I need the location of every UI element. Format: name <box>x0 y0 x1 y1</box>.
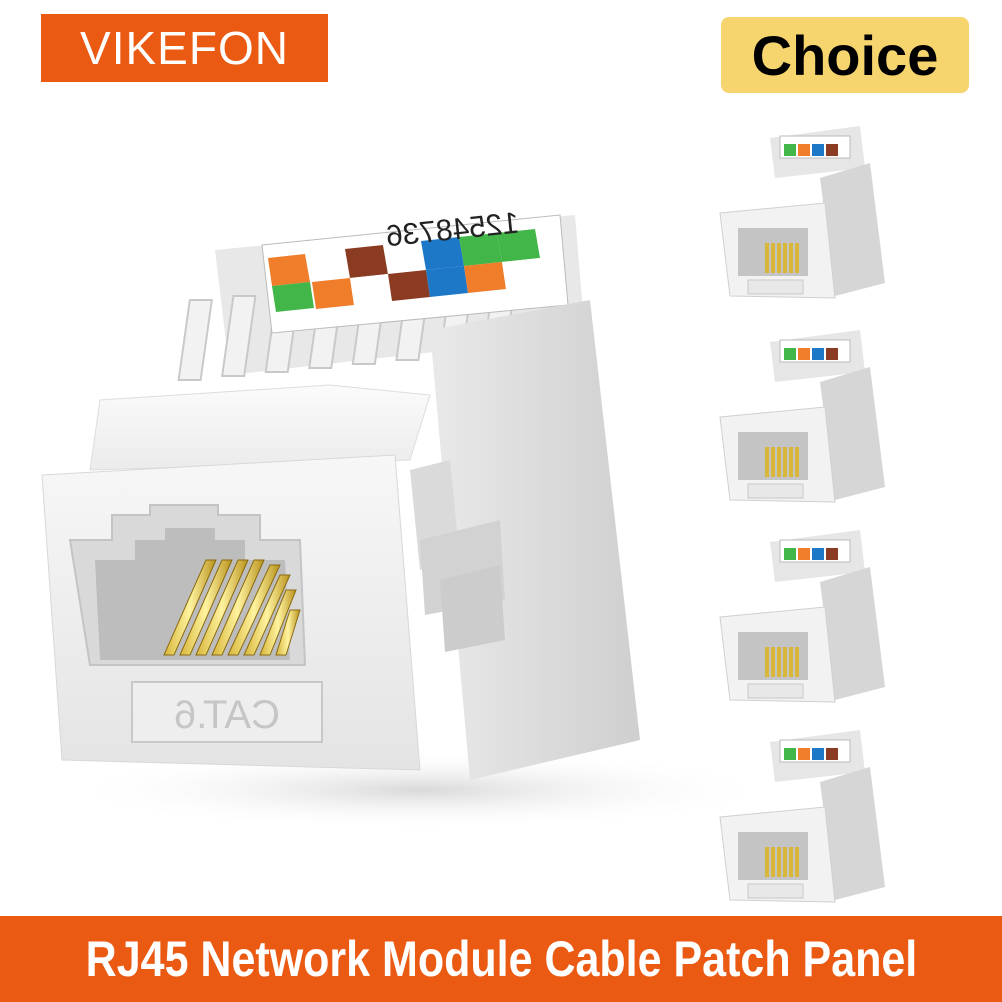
brand-badge: VIKEFON <box>41 14 328 82</box>
brand-name: VIKEFON <box>80 22 289 74</box>
thumbnail-jack-2 <box>719 330 885 503</box>
thumbnail-jack-4 <box>719 730 885 903</box>
product-title: RJ45 Network Module Cable Patch Panel <box>85 931 917 987</box>
thumbnail-jack-1 <box>719 126 885 299</box>
choice-badge: Choice <box>721 17 969 93</box>
title-banner: RJ45 Network Module Cable Patch Panel <box>0 916 1002 1002</box>
choice-label: Choice <box>751 23 939 87</box>
thumbnail-jack-3 <box>719 530 885 703</box>
cat6-label: CAT.6 <box>174 693 280 737</box>
